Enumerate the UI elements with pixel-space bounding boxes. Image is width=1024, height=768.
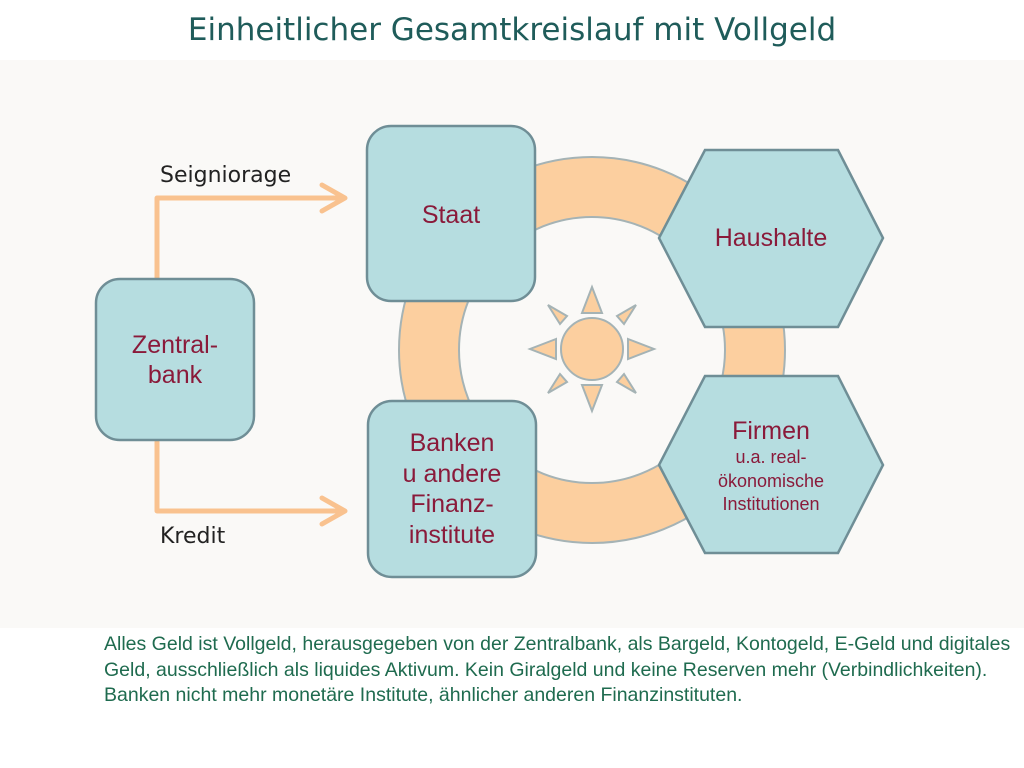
haushalte-label: Haushalte bbox=[659, 213, 883, 263]
firmen-line-2: ökonomische bbox=[717, 470, 825, 491]
banken-line-2: u andere bbox=[402, 459, 502, 488]
haushalte-node bbox=[657, 148, 885, 329]
staat-node bbox=[365, 124, 537, 303]
seigniorage-label: Seigniorage bbox=[160, 163, 292, 188]
kredit-arrow bbox=[154, 439, 348, 527]
zentralbank-line-2: bank bbox=[147, 360, 203, 389]
firmen-node bbox=[657, 374, 885, 555]
staat-text: Staat bbox=[421, 201, 481, 229]
zentralbank-line-1: Zentral- bbox=[131, 330, 219, 359]
staat-label: Staat bbox=[367, 190, 535, 240]
sun-icon bbox=[527, 284, 657, 414]
circulation-ring-fill bbox=[400, 158, 784, 542]
firmen-line-3: Institutionen bbox=[722, 494, 820, 515]
firmen-line-1: u.a. real- bbox=[735, 447, 807, 468]
banken-label: Banken u andere Finanz- institute bbox=[368, 401, 536, 577]
banken-line-1: Banken bbox=[409, 429, 495, 457]
banken-line-4: institute bbox=[408, 520, 496, 549]
firmen-title: Firmen bbox=[732, 417, 810, 446]
seigniorage-arrow bbox=[154, 182, 348, 281]
zentralbank-node bbox=[94, 277, 256, 442]
kredit-label: Kredit bbox=[160, 524, 226, 549]
haushalte-text: Haushalte bbox=[714, 224, 828, 252]
description-text: Alles Geld ist Vollgeld, herausgegeben v… bbox=[104, 633, 1011, 707]
zentralbank-label: Zentral- bank bbox=[96, 279, 254, 440]
banken-node bbox=[366, 399, 538, 579]
page-title: Einheitlicher Gesamtkreislauf mit Vollge… bbox=[187, 12, 837, 48]
banken-line-3: Finanz- bbox=[410, 490, 494, 518]
firmen-label: Firmen u.a. real- ökonomische Institutio… bbox=[659, 404, 883, 529]
